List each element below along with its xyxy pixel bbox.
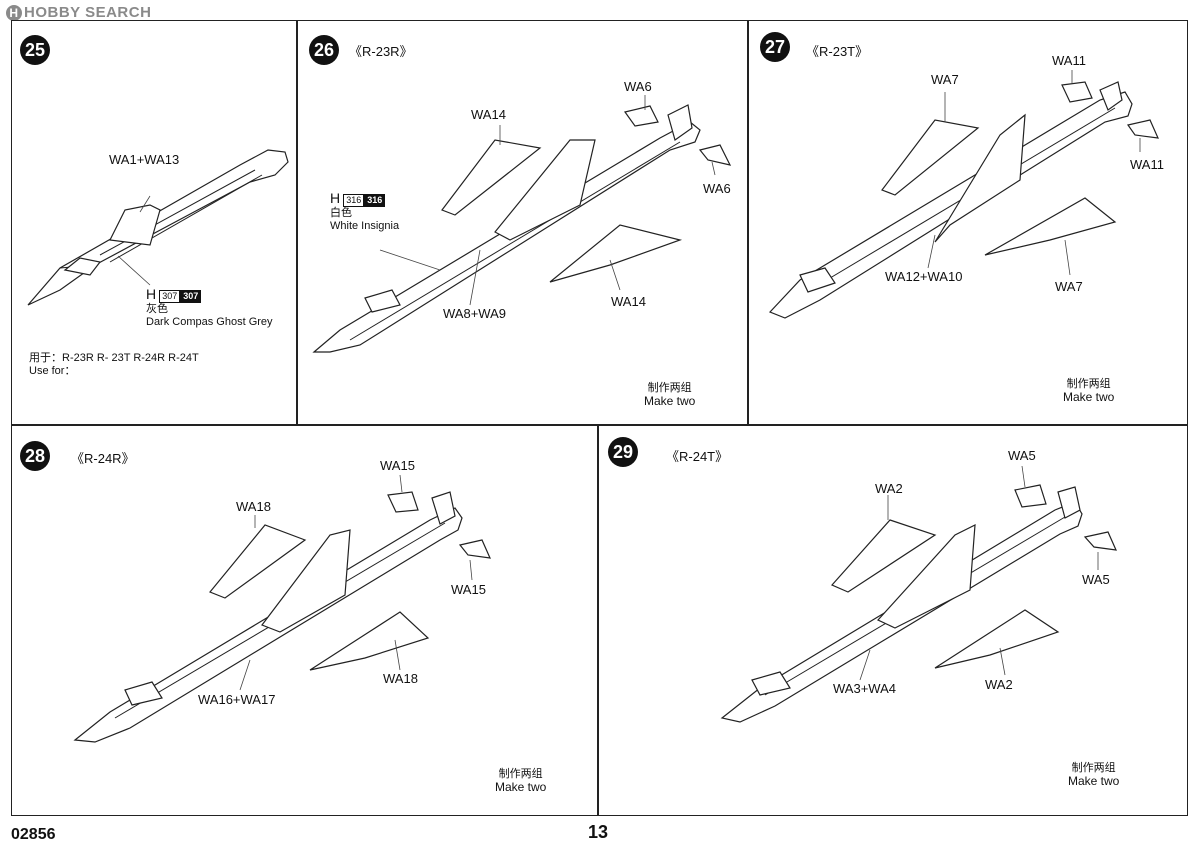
paint-prefix: H bbox=[146, 286, 157, 302]
missile-r23t-drawing bbox=[768, 70, 1159, 319]
paint-code: 307 bbox=[159, 290, 181, 303]
page-number: 13 bbox=[588, 822, 609, 842]
part-label: WA6 bbox=[624, 79, 652, 94]
part-label: WA16+WA17 bbox=[198, 692, 276, 707]
make-cn: 制作两组 bbox=[647, 382, 692, 394]
make-cn: 制作两组 bbox=[1071, 762, 1116, 774]
part-label: WA11 bbox=[1052, 53, 1086, 68]
variant-label-r24r: 《R-24R》 bbox=[71, 451, 135, 466]
make-cn: 制作两组 bbox=[1066, 378, 1111, 390]
part-label: WA11 bbox=[1130, 157, 1164, 172]
paint-code: 316 bbox=[343, 194, 365, 207]
variant-label-r23r: 《R-23R》 bbox=[349, 44, 413, 59]
part-label: WA1+WA13 bbox=[109, 152, 180, 167]
make-en: Make two bbox=[1063, 390, 1115, 404]
used-for-en: Use for： bbox=[29, 365, 76, 377]
paint-name: Dark Compas Ghost Grey bbox=[146, 316, 273, 328]
part-label: WA6 bbox=[703, 181, 731, 196]
part-label: WA15 bbox=[380, 458, 415, 473]
part-label: WA2 bbox=[985, 677, 1013, 692]
part-label: WA18 bbox=[383, 671, 418, 686]
part-label: WA7 bbox=[931, 72, 959, 87]
make-cn: 制作两组 bbox=[498, 768, 543, 780]
paint-name: White Insignia bbox=[330, 220, 400, 232]
missile-r23r-drawing bbox=[312, 95, 732, 353]
panel-step-27 bbox=[747, 20, 1188, 426]
part-label: WA5 bbox=[1008, 448, 1036, 463]
panel-step-25 bbox=[11, 20, 298, 426]
paint-code-dark: 316 bbox=[364, 194, 386, 207]
panel-step-28 bbox=[11, 424, 599, 816]
part-label: WA14 bbox=[611, 294, 646, 309]
make-en: Make two bbox=[644, 394, 696, 408]
panel-step-29 bbox=[597, 424, 1188, 816]
step-number-27: 27 bbox=[760, 32, 790, 62]
variant-label-r24t: 《R-24T》 bbox=[666, 449, 729, 464]
missile-r24t-drawing bbox=[720, 465, 1117, 723]
part-label: WA3+WA4 bbox=[833, 681, 896, 696]
used-for-cn: 用于：R-23R R- 23T R-24R R-24T bbox=[29, 352, 199, 364]
part-label: WA15 bbox=[451, 582, 486, 597]
make-two-note: 制作两组 Make two bbox=[1068, 762, 1119, 789]
launcher-rail-drawing bbox=[27, 149, 289, 306]
make-two-note: 制作两组 Make two bbox=[1063, 378, 1114, 405]
part-label: WA7 bbox=[1055, 279, 1083, 294]
paint-prefix: H bbox=[330, 190, 341, 206]
step-number-26: 26 bbox=[309, 35, 339, 65]
make-two-note: 制作两组 Make two bbox=[495, 768, 546, 795]
paint-name-cn: 灰色 bbox=[146, 303, 168, 315]
part-label: WA8+WA9 bbox=[443, 306, 506, 321]
step-number-28: 28 bbox=[20, 441, 50, 471]
step-number-25: 25 bbox=[20, 35, 50, 65]
variant-label-r23t: 《R-23T》 bbox=[806, 44, 869, 59]
missile-r24r-drawing bbox=[73, 474, 491, 743]
part-label: WA18 bbox=[236, 499, 271, 514]
make-en: Make two bbox=[495, 780, 547, 794]
used-for-note: 用于：R-23R R- 23T R-24R R-24T Use for： bbox=[29, 352, 199, 378]
make-en: Make two bbox=[1068, 774, 1120, 788]
product-code: 02856 bbox=[11, 826, 56, 843]
paint-code-dark: 307 bbox=[180, 290, 202, 303]
part-label: WA2 bbox=[875, 481, 903, 496]
panel-step-26 bbox=[296, 20, 749, 426]
part-label: WA12+WA10 bbox=[885, 269, 963, 284]
part-label: WA5 bbox=[1082, 572, 1110, 587]
part-label: WA14 bbox=[471, 107, 506, 122]
hobbysearch-logo-icon: H bbox=[6, 5, 22, 21]
make-two-note: 制作两组 Make two bbox=[644, 382, 695, 409]
step-number-29: 29 bbox=[608, 437, 638, 467]
paint-name-cn: 白色 bbox=[330, 207, 352, 219]
